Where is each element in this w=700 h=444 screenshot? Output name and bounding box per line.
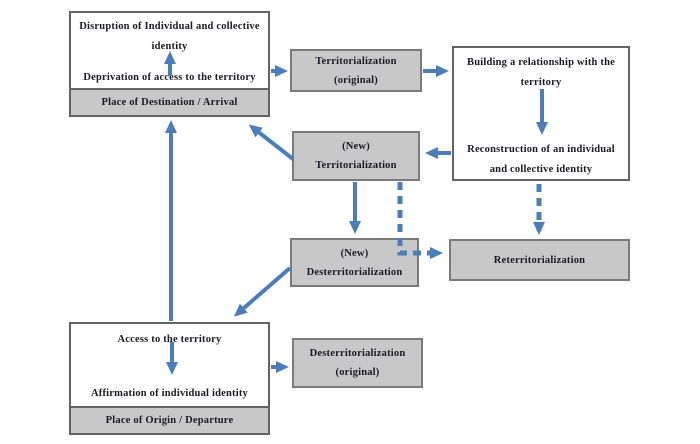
new-territorialization-line2: Territorialization [315,160,397,171]
building-line3: Reconstruction of an individual [467,144,615,155]
desterritorialization-original-line2: (original) [335,367,380,378]
destination-footer-label: Place of Destination / Arrival [101,97,238,108]
origin-footer-label: Place of Origin / Departure [105,415,234,426]
node-reterritorialization: Reterritorialization [449,239,630,281]
destination-line3: Deprivation of access to the territory [83,72,256,83]
origin-footer: Place of Origin / Departure [71,406,268,433]
building-line2: territory [520,77,562,88]
destination-line1: Disruption of Individual and collective [79,21,260,32]
territorialization-original-line2: (original) [334,74,378,86]
desterritorialization-original-line1: Desterritorialization [309,348,406,359]
new-desterritorialization-line2: Desterritorialization [306,266,403,278]
node-new-desterritorialization: (New) Desterritorialization [290,238,419,287]
new-territorialization-line1: (New) [342,141,370,152]
reterritorialization-label: Reterritorialization [493,254,586,266]
origin-line1: Access to the territory [117,334,222,345]
destination-footer: Place of Destination / Arrival [71,88,268,115]
node-territorialization-original: Territorialization (original) [290,49,422,92]
new-desterritorialization-line1: (New) [340,247,369,259]
node-desterritorialization-original: Desterritorialization (original) [292,338,423,388]
node-origin: Access to the territory Affirmation of i… [69,322,270,435]
node-building: Building a relationship with the territo… [452,46,630,181]
node-new-territorialization: (New) Territorialization [292,131,420,181]
building-line4: and collective identity [489,164,593,175]
origin-line2: Affirmation of individual identity [90,388,249,399]
building-line1: Building a relationship with the [467,57,615,68]
node-destination: Disruption of Individual and collective … [69,11,270,117]
territorialization-original-line1: Territorialization [315,55,397,67]
arrow-new-desterritorialization-to-origin [233,266,292,317]
arrow-new-territorialization-to-destination [248,124,295,161]
destination-line2: identity [151,41,188,52]
